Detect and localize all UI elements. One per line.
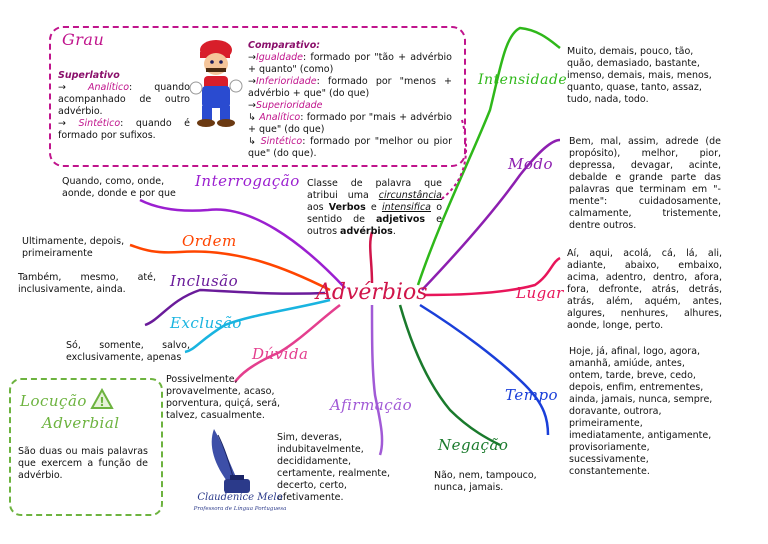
superlativo-title: Superlativo: [58, 70, 120, 81]
superlativo-block: Superlativo → Analítico: quando acompanh…: [58, 70, 191, 141]
text-negacao: Não, nem, tampouco, nunca, jamais.: [434, 470, 537, 493]
text-modo: Bem, mal, assim, adrede (de propósito), …: [569, 136, 721, 231]
grau-box: [49, 26, 466, 167]
sintetico-label: Sintético: [260, 136, 303, 147]
comparativo-block: Comparativo: →Igualdade: formado por "tã…: [248, 40, 453, 159]
branch-definicao: [368, 231, 374, 284]
branch-tempo: [419, 303, 550, 436]
branch-lugar: [424, 256, 561, 297]
label-modo: Modo: [508, 155, 554, 173]
locucao-title-line2: Adverbial: [42, 414, 120, 432]
def-verbos: Verbos: [328, 202, 366, 213]
label-interrogacao: Interrogação: [195, 172, 300, 190]
logo-subtitle: Professora de Língua Portuguesa: [193, 506, 287, 512]
superlativo-sintetico-text: : quando é formado por sufixos.: [58, 118, 191, 141]
analitico-label: Analítico: [259, 112, 301, 123]
def-adverbios: advérbios: [340, 226, 393, 237]
text-tempo: Hoje, já, afinal, logo, agora, amanhã, a…: [569, 346, 713, 477]
superlativo-analitico-label: Analítico: [88, 82, 130, 93]
superlativo-sintetico-label: Sintético: [78, 118, 121, 129]
text-lugar: Aí, aqui, acolá, cá, lá, ali, adiante, a…: [567, 248, 722, 331]
warning-icon: !: [90, 388, 114, 409]
label-intensidade: Intensidade: [478, 72, 568, 88]
grau-title: Grau: [62, 30, 105, 49]
text-exclusao: Só, somente, salvo, exclusivamente, apen…: [66, 340, 190, 363]
analitico-text: : formado por "mais + advérbio + que" (d…: [248, 112, 452, 135]
label-afirmacao: Afirmação: [330, 396, 413, 414]
character-illustration: [189, 40, 243, 127]
def-adjetivos: adjetivos: [376, 214, 426, 225]
center-title: Advérbios: [316, 280, 428, 305]
branch-modo: [421, 138, 561, 291]
branch-interrogacao: [139, 198, 346, 289]
def-part2: aos: [307, 202, 329, 213]
branch-exclusao: [184, 298, 331, 354]
label-duvida: Dúvida: [252, 345, 309, 363]
text-afirmacao: Sim, deveras, indubitavelmente, decidida…: [277, 432, 390, 503]
def-circunstancia: circunstância: [378, 190, 442, 201]
def-part1: Classe de palavra que atribui uma: [307, 178, 442, 201]
branch-afirmacao: [370, 304, 384, 456]
superioridade-label: Superioridade: [255, 100, 323, 111]
def-intensifica: intensifica: [381, 202, 431, 213]
sintetico-text: : formado por "melhor ou pior que" (do q…: [248, 136, 453, 159]
text-ordem: Ultimamente, depois, primeiramente: [22, 236, 125, 259]
text-intensidade: Muito, demais, pouco, tão, quão, demasia…: [567, 46, 712, 105]
locucao-title-line1: Locução: [20, 392, 87, 410]
branch-ordem: [129, 243, 331, 292]
label-exclusao: Exclusão: [170, 314, 242, 332]
label-inclusao: Inclusão: [170, 272, 239, 290]
branch-duvida: [233, 304, 341, 383]
text-duvida: Possivelmente, provavelmente, acaso, por…: [166, 374, 281, 421]
igualdade-text: : formado por "tão + advérbio + quanto" …: [248, 52, 452, 75]
warning-symbol: !: [99, 395, 104, 409]
branch-inclusao: [144, 288, 326, 327]
locucao-text: São duas ou mais palavras que exercem a …: [18, 446, 148, 481]
inferioridade-label: Inferioridade: [255, 76, 317, 87]
text-interrogacao: Quando, como, onde, aonde, donde e por q…: [62, 176, 176, 199]
label-lugar: Lugar: [516, 284, 564, 302]
comparativo-title: Comparativo:: [248, 40, 321, 51]
logo-name: Claudenice Melo: [197, 492, 283, 503]
quill-ink-logo: [211, 429, 250, 493]
definition-text: Classe de palavra que atribui uma circun…: [307, 178, 442, 238]
label-tempo: Tempo: [505, 386, 559, 404]
def-period: .: [392, 226, 396, 237]
inferioridade-text: : formado por "menos + advérbio + que" (…: [248, 76, 452, 99]
def-part3: e: [365, 202, 382, 213]
branch-negacao: [398, 304, 501, 447]
superlativo-analitico-text: : quando acompanhado de outro advérbio.: [58, 82, 190, 117]
igualdade-label: Igualdade: [255, 52, 304, 63]
label-negacao: Negação: [438, 436, 509, 454]
branch-grau: [439, 119, 468, 201]
branch-intensidade: [416, 26, 561, 286]
def-part4: o sentido de: [307, 202, 442, 225]
text-inclusao: Também, mesmo, até, inclusivamente, aind…: [18, 272, 156, 295]
locucao-box: [9, 378, 163, 516]
label-ordem: Ordem: [182, 232, 237, 250]
def-part5: e outros: [307, 214, 442, 237]
